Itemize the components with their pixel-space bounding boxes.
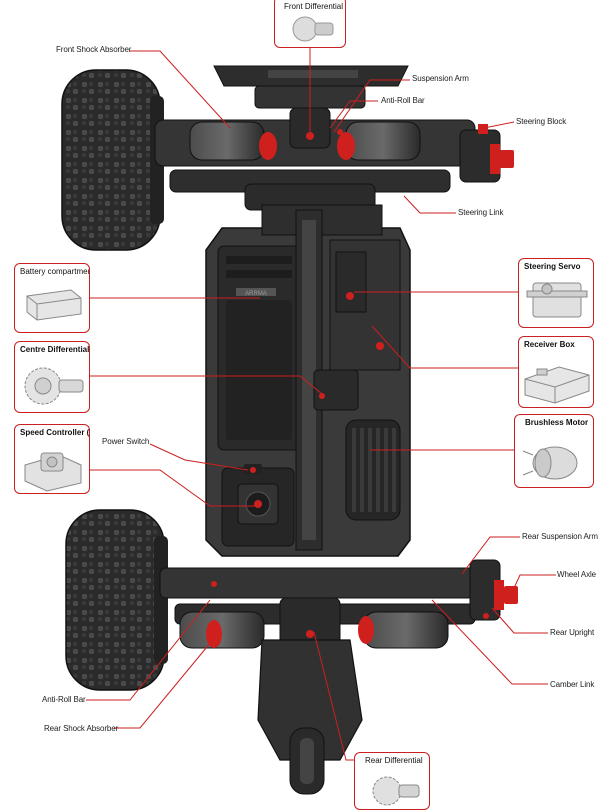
label-rear-differential: Rear Differential [365, 756, 423, 765]
front-left-tire [61, 69, 164, 251]
centre-differential-thumbnail [24, 367, 84, 405]
callout-rear-differential: Rear Differential [354, 752, 430, 810]
label-battery-compartment: Battery compartment [20, 267, 90, 276]
label-speed-controller: Speed Controller (ESC) [20, 428, 90, 437]
front-differential-thumbnail [292, 16, 334, 42]
front-steering-block [459, 124, 514, 183]
callout-lines [86, 40, 556, 761]
label-anti-roll-bar-rear: Anti-Roll Bar [42, 695, 86, 704]
label-rear-suspension-arm: Rear Suspension Arm [522, 532, 598, 541]
label-anti-roll-bar-front: Anti-Roll Bar [381, 96, 425, 105]
label-rear-shock-absorber: Rear Shock Absorber [44, 724, 119, 733]
label-receiver-box: Receiver Box [524, 340, 575, 349]
rear-suspension [159, 567, 501, 649]
callout-centre-differential: Centre Differential [14, 341, 90, 413]
rear-upright-hub [469, 559, 518, 621]
label-brushless-motor: Brushless Motor [525, 418, 589, 427]
label-power-switch: Power Switch [102, 437, 150, 446]
rear-gearbox [257, 639, 363, 795]
callout-steering-servo: Steering Servo [518, 258, 594, 328]
label-rear-upright: Rear Upright [550, 628, 595, 637]
callout-battery-compartment: Battery compartment [14, 263, 90, 333]
label-steering-block: Steering Block [516, 117, 567, 126]
label-front-shock-absorber: Front Shock Absorber [56, 45, 132, 54]
chassis-logo: ARRMA [245, 291, 267, 297]
receiver-box-thumbnail [524, 366, 590, 404]
rear-left-tire [65, 509, 168, 691]
front-bumper [213, 65, 409, 109]
label-suspension-arm: Suspension Arm [412, 74, 469, 83]
label-centre-differential: Centre Differential [20, 345, 90, 354]
battery-thumbnail [26, 289, 82, 321]
rear-differential-thumbnail [372, 776, 420, 806]
label-wheel-axle: Wheel Axle [557, 570, 597, 579]
callout-front-differential: Front Differential [274, 0, 346, 48]
label-camber-link: Camber Link [550, 680, 595, 689]
steering-servo-thumbnail [526, 282, 588, 318]
label-steering-link: Steering Link [458, 208, 504, 217]
callout-brushless-motor: Brushless Motor [514, 414, 594, 488]
callout-receiver-box: Receiver Box [518, 336, 594, 408]
label-steering-servo: Steering Servo [524, 262, 581, 271]
esc-thumbnail [24, 452, 82, 492]
main-chassis: ARRMA [205, 204, 411, 557]
front-suspension [154, 107, 476, 211]
brushless-motor-thumbnail [522, 446, 578, 480]
label-front-differential: Front Differential [284, 2, 343, 11]
callout-speed-controller: Speed Controller (ESC) [14, 424, 90, 494]
